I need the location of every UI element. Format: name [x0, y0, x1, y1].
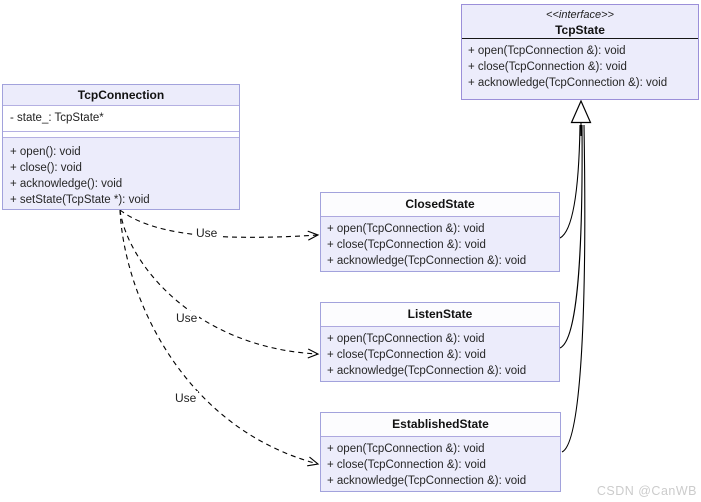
- watermark: CSDN @CanWB: [596, 484, 697, 498]
- class-name: TcpConnection: [3, 85, 239, 106]
- class-box-tcpstate: <<interface>> TcpState + open(TcpConnect…: [461, 4, 699, 100]
- class-box-closedstate: ClosedState + open(TcpConnection &): voi…: [320, 192, 560, 272]
- realization-edge-closedstate: [559, 124, 581, 239]
- attribute-line: - state_: TcpState*: [3, 106, 239, 132]
- realization-edge-establishedstate: [561, 124, 586, 453]
- empty-compartment: [3, 132, 239, 138]
- edge-label-use-closedstate: Use: [194, 226, 220, 240]
- method-line: + open(): void: [10, 146, 81, 158]
- method-line: + close(): void: [10, 162, 82, 174]
- edge-label-use-establishedstate: Use: [173, 391, 199, 405]
- method-line: + acknowledge(): void: [10, 178, 123, 190]
- class-box-listenstate: ListenState + open(TcpConnection &): voi…: [320, 302, 560, 382]
- class-name: ListenState: [321, 303, 559, 327]
- method-list: + open(): void + close(): void + acknowl…: [3, 138, 239, 208]
- method-line: + open(TcpConnection &): void: [327, 333, 485, 345]
- method-line: + close(TcpConnection &): void: [327, 239, 486, 251]
- method-line: + close(TcpConnection &): void: [468, 61, 627, 73]
- method-line: + setState(TcpState *): void: [10, 194, 150, 206]
- inheritance-triangle-icon: [570, 99, 592, 124]
- dependency-edge-establishedstate: [119, 209, 320, 467]
- method-line: + acknowledge(TcpConnection &): void: [468, 77, 668, 89]
- realization-edge-listenstate: [559, 124, 583, 349]
- method-line: + open(TcpConnection &): void: [327, 223, 485, 235]
- method-list: + open(TcpConnection &): void + close(Tc…: [321, 327, 559, 379]
- class-name: EstablishedState: [321, 413, 560, 437]
- method-line: + acknowledge(TcpConnection &): void: [327, 255, 527, 267]
- method-list: + open(TcpConnection &): void + close(Tc…: [462, 39, 698, 91]
- method-line: + close(TcpConnection &): void: [327, 459, 486, 471]
- class-name: ClosedState: [321, 193, 559, 217]
- method-line: + open(TcpConnection &): void: [468, 45, 626, 57]
- method-line: + open(TcpConnection &): void: [327, 443, 485, 455]
- method-list: + open(TcpConnection &): void + close(Tc…: [321, 437, 560, 489]
- method-line: + acknowledge(TcpConnection &): void: [327, 475, 527, 487]
- method-list: + open(TcpConnection &): void + close(Tc…: [321, 217, 559, 269]
- class-name: TcpState: [555, 23, 605, 37]
- edge-label-use-listenstate: Use: [174, 311, 200, 325]
- class-header: <<interface>> TcpState: [462, 5, 698, 39]
- class-box-tcpconnection: TcpConnection - state_: TcpState* + open…: [2, 84, 240, 210]
- stereotype-label: <<interface>>: [546, 9, 614, 21]
- class-box-establishedstate: EstablishedState + open(TcpConnection &)…: [320, 412, 561, 492]
- method-line: + close(TcpConnection &): void: [327, 349, 486, 361]
- method-line: + acknowledge(TcpConnection &): void: [327, 365, 527, 377]
